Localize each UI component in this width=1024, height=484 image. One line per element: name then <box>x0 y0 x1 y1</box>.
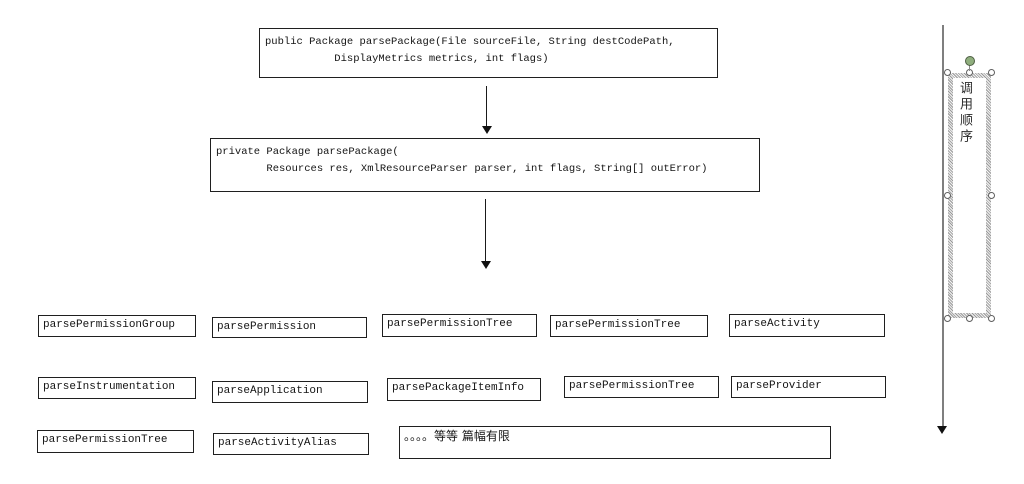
call-order-label: 调用顺序 <box>957 81 972 145</box>
method-box-parse-application: parseApplication <box>212 381 368 403</box>
flow-arrow-1-line <box>486 86 487 126</box>
selection-handle-middle-right[interactable] <box>988 191 995 199</box>
method-box-parse-permission-tree-1: parsePermissionTree <box>382 314 537 337</box>
method-box-parse-instrumentation: parseInstrumentation <box>38 377 196 399</box>
method-box-parse-permission-tree-4: parsePermissionTree <box>37 430 194 453</box>
selection-handle-middle-left[interactable] <box>944 191 951 199</box>
public-parse-package-signature: public Package parsePackage(File sourceF… <box>265 36 675 65</box>
rotation-handle-icon[interactable] <box>964 56 975 66</box>
call-order-arrowhead-icon <box>937 426 947 434</box>
method-box-etcetera-note: 。。。。等等 篇幅有限 <box>399 426 831 459</box>
selection-handle-top-left[interactable] <box>944 69 951 76</box>
call-order-textbox-fill: 调用顺序 <box>953 78 986 313</box>
method-box-parse-permission-tree-2: parsePermissionTree <box>550 315 708 337</box>
selection-handle-top-right[interactable] <box>988 69 995 76</box>
selection-handle-bottom-right[interactable] <box>988 315 995 322</box>
public-parse-package-box: public Package parsePackage(File sourceF… <box>259 28 718 78</box>
method-box-parse-permission: parsePermission <box>212 317 367 338</box>
rotation-handle-stem <box>968 61 970 71</box>
flow-arrow-2-arrowhead-icon <box>481 261 491 269</box>
method-box-parse-activity: parseActivity <box>729 314 885 337</box>
call-order-arrow-line <box>942 25 944 427</box>
private-parse-package-box: private Package parsePackage( Resources … <box>210 138 760 192</box>
method-box-parse-permission-group: parsePermissionGroup <box>38 315 196 337</box>
method-box-parse-provider: parseProvider <box>731 376 886 398</box>
flow-arrow-2-line <box>485 199 486 261</box>
method-box-parse-activity-alias: parseActivityAlias <box>213 433 369 455</box>
selection-handle-bottom-middle[interactable] <box>965 315 973 322</box>
private-parse-package-signature: private Package parsePackage( Resources … <box>216 146 708 175</box>
selection-handle-bottom-left[interactable] <box>944 315 951 322</box>
flow-arrow-1-arrowhead-icon <box>482 126 492 134</box>
method-box-parse-package-item-info: parsePackageItemInfo <box>387 378 541 401</box>
call-order-textbox-selected[interactable]: 调用顺序 <box>944 56 995 322</box>
method-box-parse-permission-tree-3: parsePermissionTree <box>564 376 719 398</box>
